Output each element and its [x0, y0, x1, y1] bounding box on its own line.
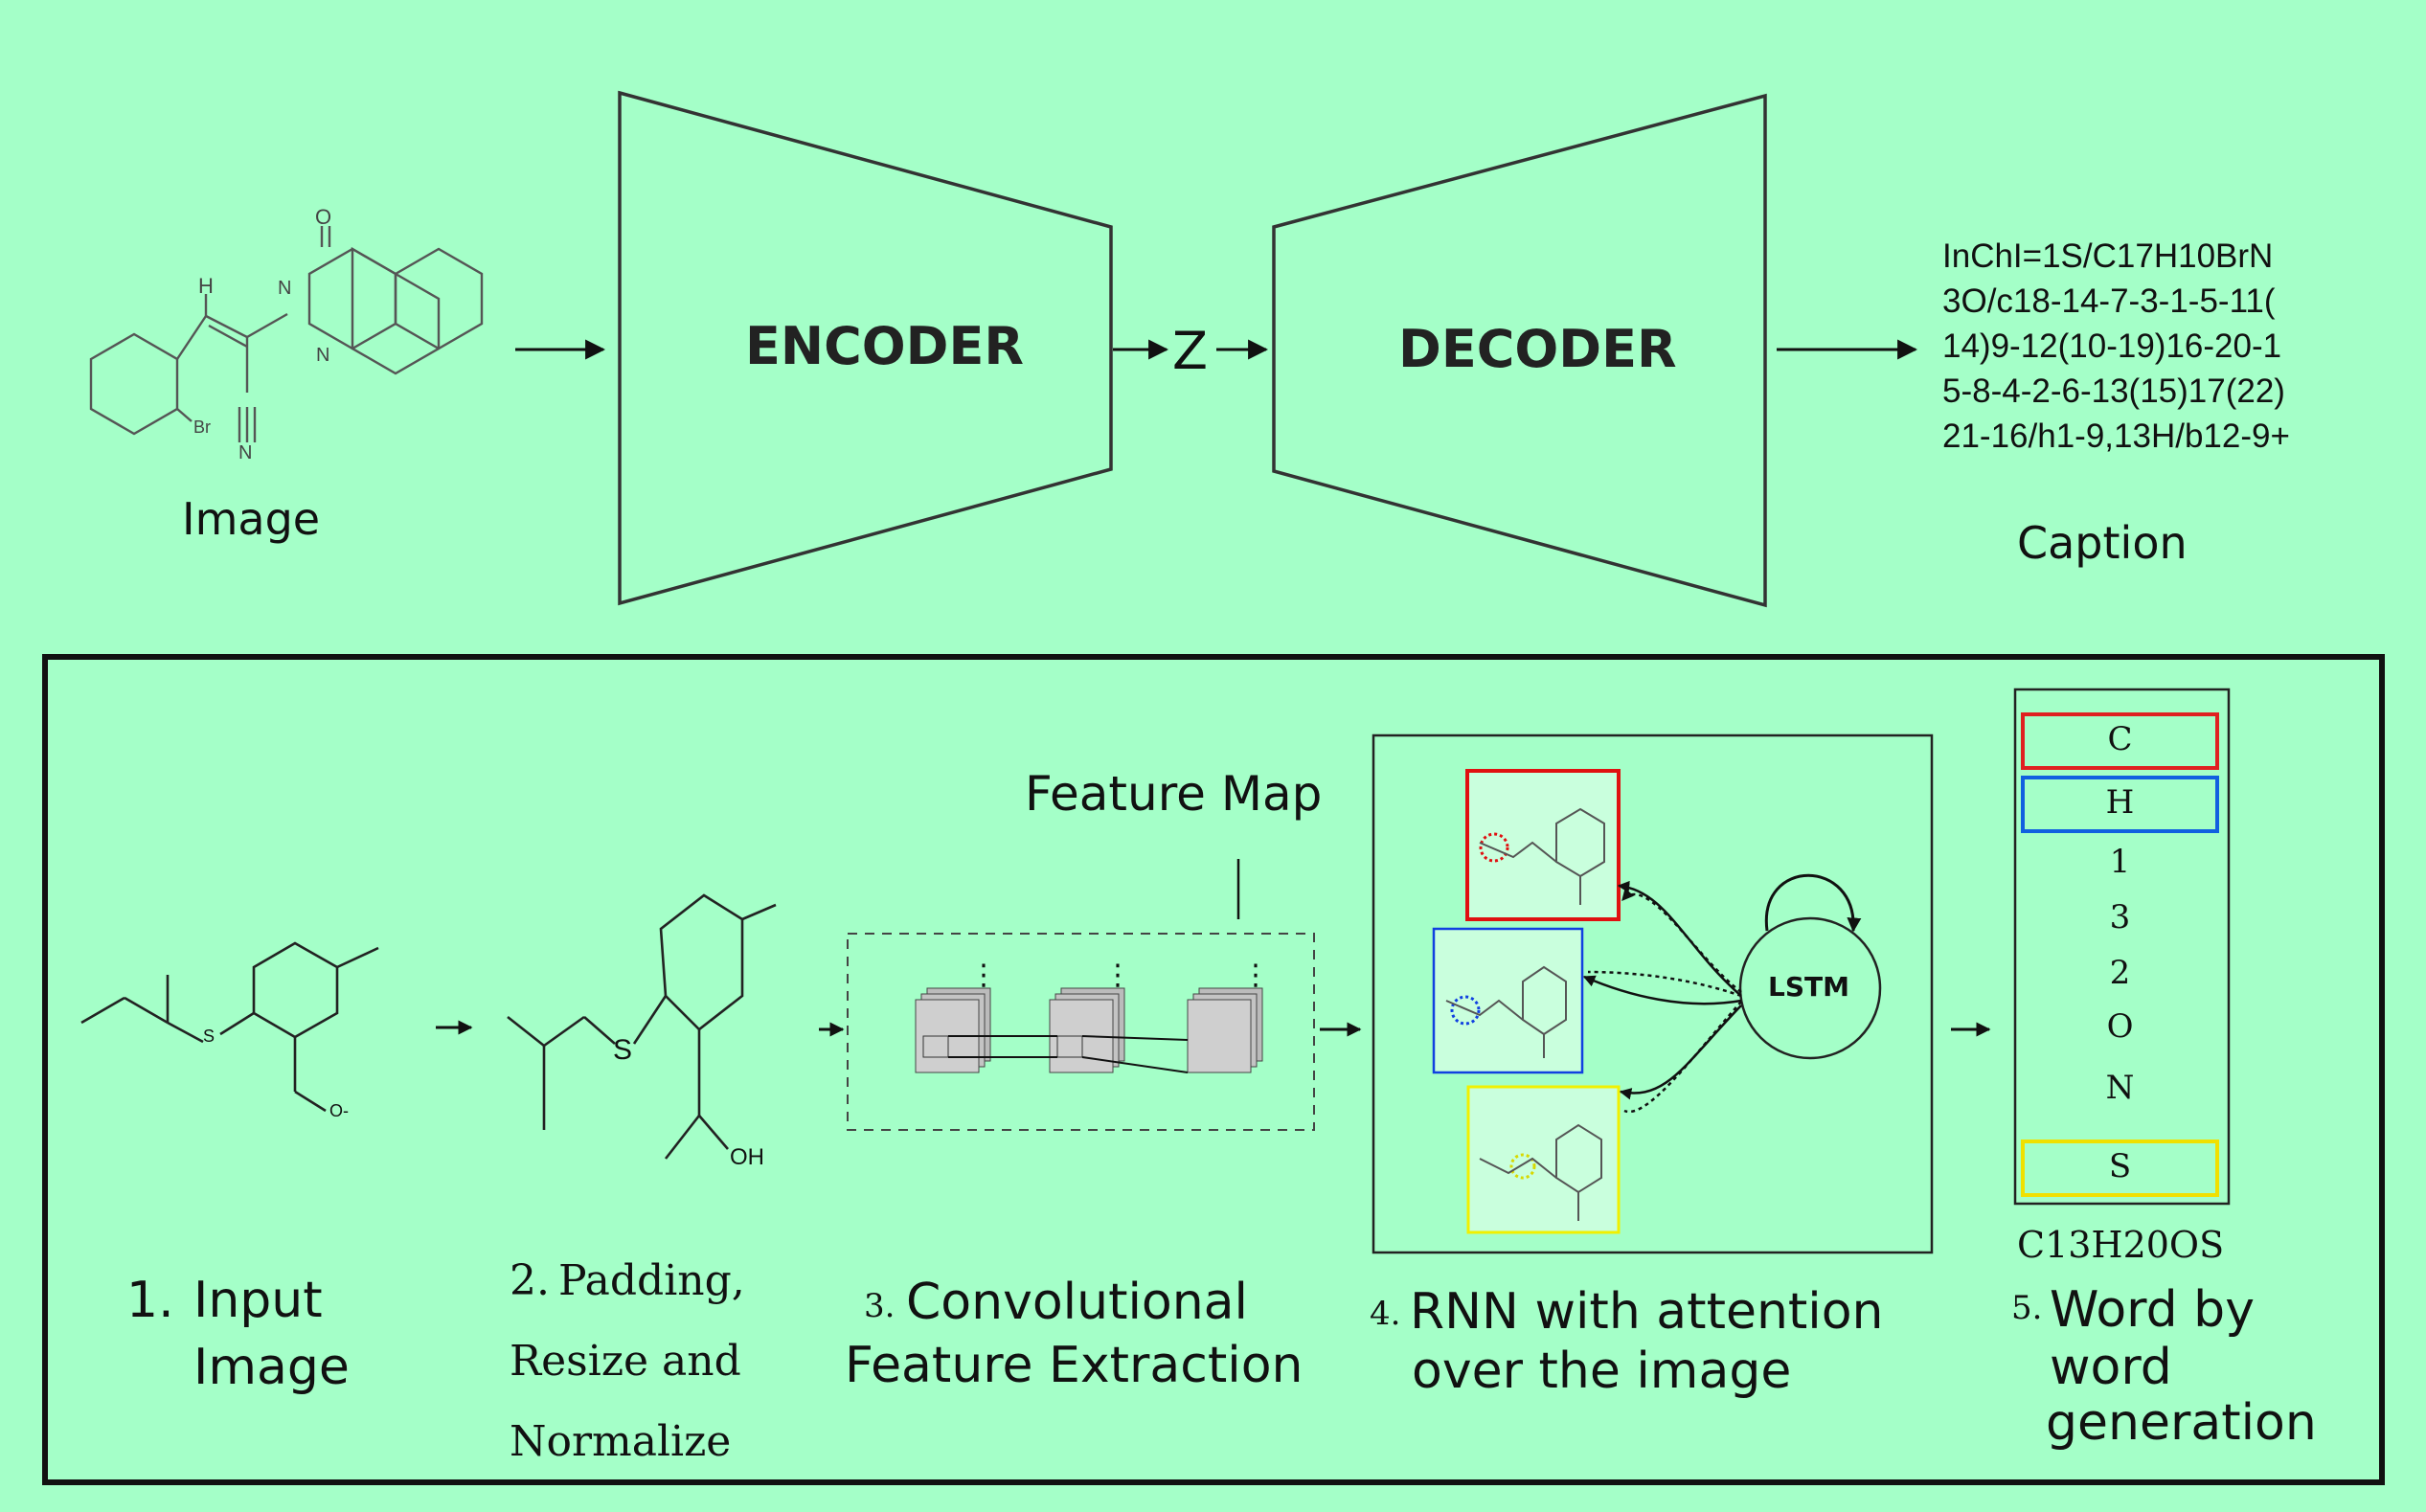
latent-z-label: Z	[1172, 321, 1208, 381]
lstm-recurrent-loop	[1764, 873, 1862, 933]
atom-n1: N	[278, 278, 292, 299]
step5-line3: generation	[2046, 1394, 2317, 1452]
atom-h: H	[198, 274, 214, 298]
svg-text:⋮: ⋮	[1103, 959, 1132, 992]
step3-number: 3.	[864, 1287, 896, 1325]
svg-text:⋮: ⋮	[969, 959, 998, 992]
token-c: C	[2107, 720, 2133, 758]
step5-line1: Word by	[2050, 1281, 2255, 1339]
encoder-label: ENCODER	[745, 316, 1024, 376]
atom-o: O	[315, 205, 332, 229]
decoder-block	[1272, 93, 1767, 608]
decoder-label: DECODER	[1398, 319, 1677, 379]
attention-image-red	[1465, 769, 1621, 921]
step4-number: 4.	[1370, 1295, 1401, 1333]
token-box-c	[2021, 712, 2219, 770]
step1-number: 1.	[126, 1272, 174, 1329]
feature-map-stack-2: ⋮	[1049, 959, 1132, 1073]
step2-line3: Normalize	[510, 1417, 732, 1466]
token-1: 1	[2109, 843, 2131, 881]
rnn-attention-box	[1372, 733, 1934, 1254]
atom-n2: N	[316, 345, 330, 366]
step5-line2: word	[2050, 1339, 2172, 1396]
receptive-field-lines	[948, 1035, 1189, 1073]
attention-image-yellow	[1466, 1085, 1621, 1234]
step1-atom-o: O-	[329, 1101, 349, 1120]
step4-line1: RNN with attention	[1410, 1283, 1884, 1341]
encoder-block	[618, 90, 1113, 606]
attention-image-blue	[1432, 927, 1584, 1074]
step1-molecule-drawing	[80, 941, 379, 1113]
caption-line: 14)9-12(10-19)16-20-1	[1942, 327, 2282, 365]
atom-br: Br	[193, 417, 211, 437]
step2-line2: Resize and	[510, 1337, 741, 1386]
caption-line: InChI=1S/C17H10BrN	[1942, 237, 2274, 275]
step1-atom-s: S	[203, 1027, 215, 1046]
formula-label: C13H20OS	[2017, 1224, 2225, 1266]
caption-line: 5-8-4-2-6-13(15)17(22)	[1942, 372, 2285, 410]
inchi-caption-text: InChI=1S/C17H10BrN 3O/c18-14-7-3-1-5-11(…	[1942, 234, 2290, 459]
caption-line: 3O/c18-14-7-3-1-5-11(	[1942, 282, 2276, 320]
step4-line2: over the image	[1412, 1343, 1792, 1400]
image-label: Image	[182, 493, 321, 545]
feature-map-stack-1: ⋮	[915, 959, 998, 1073]
step2-molecule-drawing	[507, 893, 777, 1160]
lstm-cell	[1738, 916, 1882, 1060]
step2-line1: Padding,	[558, 1256, 745, 1305]
token-box-h	[2021, 776, 2219, 833]
step3-line1: Convolutional	[906, 1274, 1248, 1331]
step3-line2: Feature Extraction	[845, 1337, 1304, 1394]
token-s: S	[2108, 1147, 2132, 1185]
lstm-label: LSTM	[1768, 971, 1849, 1003]
caption-line: 21-16/h1-9,13H/b12-9+	[1942, 417, 2290, 455]
svg-text:⋮: ⋮	[1241, 959, 1270, 992]
step1-line2: Image	[193, 1339, 350, 1396]
input-molecule-drawing	[89, 226, 484, 442]
token-h: H	[2105, 783, 2135, 822]
token-box-s	[2021, 1140, 2219, 1197]
step2-atom-oh: OH	[730, 1144, 764, 1170]
feature-map-label: Feature Map	[1025, 766, 1323, 822]
cnn-dashed-box	[847, 933, 1315, 1131]
token-3: 3	[2109, 898, 2131, 937]
step1-line1: Input	[193, 1272, 323, 1329]
attention-arrows	[1582, 880, 1742, 1114]
caption-label: Caption	[2017, 517, 2188, 569]
token-o: O	[2106, 1007, 2134, 1046]
pipeline-frame	[42, 654, 2385, 1485]
token-n: N	[2105, 1069, 2135, 1107]
atom-n3: N	[238, 442, 253, 463]
feature-map-stack-3: ⋮	[1187, 959, 1270, 1073]
step2-atom-s: S	[613, 1034, 633, 1066]
step2-number: 2.	[510, 1256, 550, 1305]
step5-number: 5.	[2011, 1289, 2043, 1327]
token-2: 2	[2109, 954, 2131, 992]
token-column	[2013, 688, 2231, 1206]
